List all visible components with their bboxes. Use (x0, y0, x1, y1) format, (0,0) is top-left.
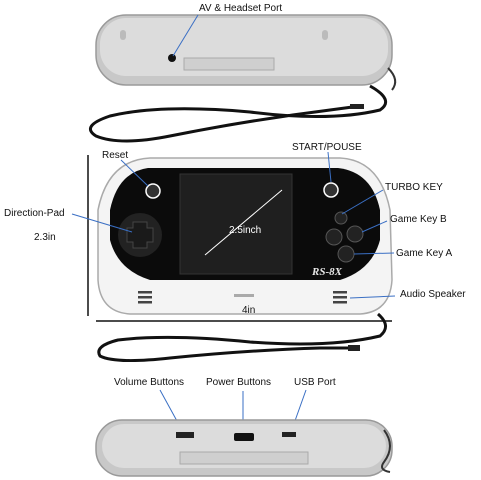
direction-pad-label: Direction-Pad (4, 208, 65, 219)
usb-port-label: USB Port (294, 377, 336, 388)
game-key-a-label: Game Key A (396, 248, 453, 259)
start-pouse-label: START/POUSE (292, 142, 362, 153)
wrist-strap-2 (97, 312, 387, 363)
screen (179, 173, 293, 275)
top-view (95, 14, 397, 91)
av-port (168, 54, 176, 62)
usb-port (282, 432, 296, 437)
power-button (234, 433, 254, 441)
brand-logo: RS-8X (312, 266, 342, 278)
screen-size-label: 2.5inch (229, 225, 262, 236)
front-view (97, 157, 393, 315)
reset-button (145, 183, 161, 199)
right-speaker (333, 291, 347, 304)
turbo-key-label: TURBO KEY (385, 182, 443, 193)
width-label: 4in (242, 305, 256, 316)
height-label: 2.3in (34, 232, 56, 243)
wrist-strap-1 (88, 84, 388, 143)
reset-label: Reset (102, 150, 129, 161)
game-key-b (346, 225, 364, 243)
audio-speaker-label: Audio Speaker (400, 289, 466, 300)
game-key-a (337, 245, 355, 263)
start-pouse-button (323, 182, 339, 198)
av-port-label: AV & Headset Port (199, 3, 283, 14)
volume-buttons (176, 432, 194, 438)
game-key-b-label: Game Key B (390, 214, 447, 225)
left-speaker (138, 291, 152, 304)
power-buttons-label: Power Buttons (206, 377, 272, 388)
bottom-view (95, 419, 393, 477)
volume-buttons-label: Volume Buttons (114, 377, 185, 388)
turbo-key (334, 211, 348, 225)
